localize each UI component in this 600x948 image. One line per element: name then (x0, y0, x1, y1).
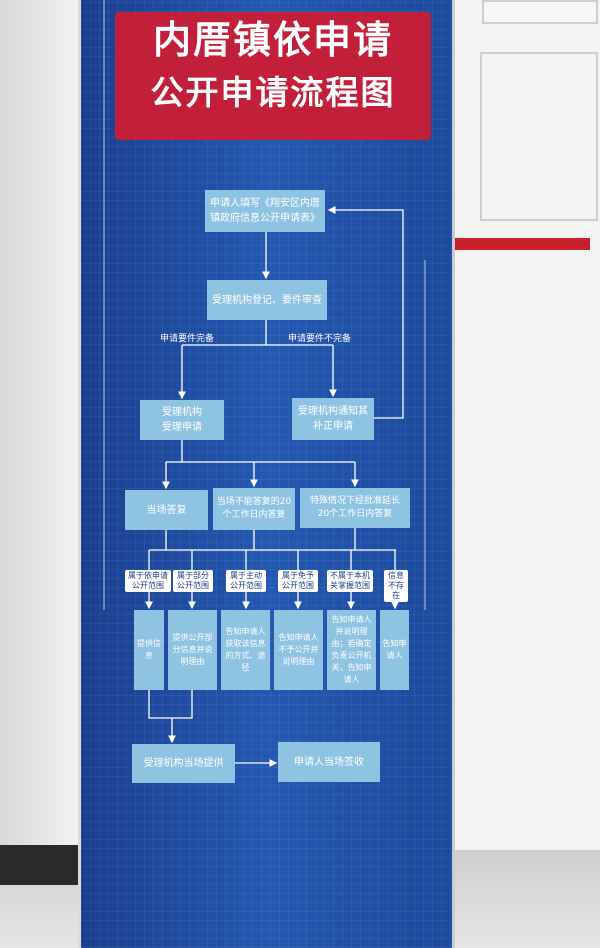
result-box: 告知申请人获取该信息的方式、途径 (221, 610, 270, 690)
wall-left (0, 0, 78, 860)
result-box: 提供公开部分信息并说明理由 (168, 610, 217, 690)
start-box: 申请人填写《翔安区内厝镇政府信息公开申请表》 (205, 190, 325, 232)
category-tag: 属于免予公开范围 (278, 570, 318, 592)
wall-frame (480, 52, 598, 221)
reply-20-box: 当场不能答复的20个工作日内答复 (213, 488, 295, 530)
notify-fix-box: 受理机构通知其补正申请 (292, 398, 374, 440)
accept-box: 受理机构受理申请 (140, 400, 224, 440)
result-box: 告知申请人并说明理由；若确定负责公开机关，告知申请人 (327, 610, 376, 690)
cond-complete-label: 申请要件完备 (160, 334, 215, 344)
result-box: 告知申请人不予公开并说明理由 (274, 610, 323, 690)
category-tag: 属于部分公开范围 (173, 570, 213, 592)
sign-box: 申请人当场签收 (278, 742, 380, 782)
baseboard (0, 845, 78, 885)
title-line2: 公开申请流程图 (150, 73, 396, 112)
title-box: 内厝镇依申请 公开申请流程图 (115, 12, 431, 140)
category-tag: 属于主动公开范围 (226, 570, 266, 592)
reply-now-box: 当场答复 (125, 490, 208, 530)
wall-frame (482, 0, 598, 24)
provide-box: 受理机构当场提供 (132, 744, 235, 783)
reply-ext-box: 特殊情况下经批准延长20个工作日内答复 (300, 488, 410, 528)
result-box: 告知申请人 (380, 610, 409, 690)
result-box: 提供信息 (134, 610, 164, 690)
cond-incomplete-label: 申请要件不完备 (288, 334, 352, 344)
red-stripe (455, 238, 590, 250)
category-tag: 信息不存在 (384, 570, 408, 602)
category-tag: 属于依申请公开范围 (125, 570, 171, 592)
category-tag: 不属于本机关掌握范围 (327, 570, 373, 592)
title-line1: 内厝镇依申请 (152, 18, 393, 62)
register-box: 受理机构登记、要件审查 (207, 280, 327, 320)
banner (78, 0, 455, 948)
